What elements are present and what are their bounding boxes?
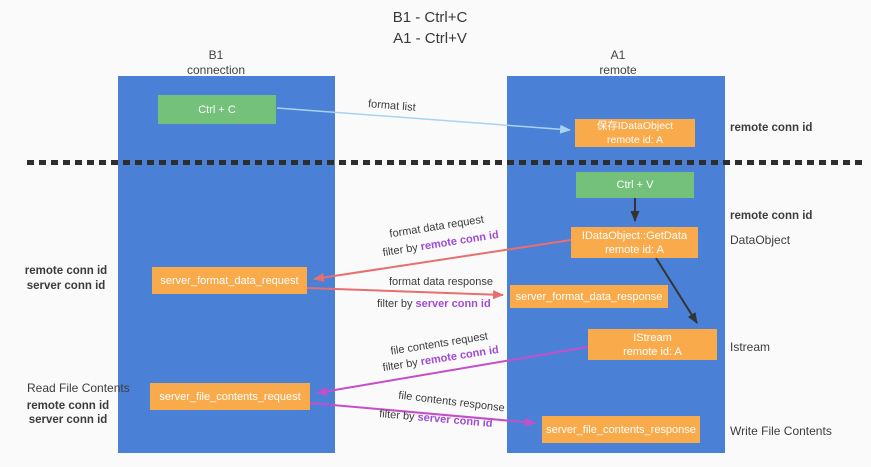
getdata-line2: remote id: A xyxy=(605,243,664,256)
annot-remote-conn-id-mid: remote conn id xyxy=(730,210,813,222)
annot-remote-conn-id-top: remote conn id xyxy=(730,122,813,134)
node-server-file-contents-request: server_file_contents_request xyxy=(150,383,310,410)
server-file-contents-request-label: server_file_contents_request xyxy=(159,390,301,403)
lane-header-b1: B1 connection xyxy=(166,48,266,78)
lane-a1-subtitle: remote xyxy=(599,63,637,77)
lane-header-a1: A1 remote xyxy=(568,48,668,78)
node-save-idataobject: 保存IDataObject remote id: A xyxy=(575,119,695,147)
server-file-contents-response-label: server_file_contents_response xyxy=(546,423,696,436)
filter-prefix: filter by xyxy=(377,298,416,310)
istream-line1: IStream xyxy=(633,331,672,344)
save-idataobject-line1: 保存IDataObject xyxy=(596,120,674,132)
node-idataobject-getdata: IDataObject::GetData remote id: A xyxy=(571,227,698,258)
annot-left-file-server-conn-id: server conn id xyxy=(28,414,108,426)
node-server-format-data-request: server_format_data_request xyxy=(152,267,307,294)
filter-prefix: filter by xyxy=(381,241,422,260)
node-server-format-data-response: server_format_data_response xyxy=(510,285,668,308)
filter-prefix: filter by xyxy=(381,356,422,375)
arrow-format-data-response xyxy=(306,287,504,300)
lane-b1-subtitle: connection xyxy=(186,63,246,77)
title-line-1: B1 - Ctrl+C xyxy=(392,9,468,26)
annot-istream: Istream xyxy=(730,340,771,354)
edge-label-file-contents-response-filter: filter by server conn id xyxy=(379,408,493,430)
server-format-data-response-label: server_format_data_response xyxy=(515,290,663,303)
lane-b1-title: B1 xyxy=(208,48,224,62)
istream-line2: remote id: A xyxy=(623,345,682,358)
title-line-2: A1 - Ctrl+V xyxy=(393,30,467,47)
node-ctrl-v: Ctrl + V xyxy=(576,172,694,198)
annot-write-file-contents: Write File Contents xyxy=(730,424,832,438)
edge-label-format-list: format list xyxy=(367,98,417,114)
phase-separator-dashed-line xyxy=(27,160,862,165)
node-istream: IStream remote id: A xyxy=(588,329,717,360)
ctrl-v-label: Ctrl + V xyxy=(616,179,654,191)
annot-left-format-server-conn-id: server conn id xyxy=(26,280,106,292)
filter-key-server-conn-id: server conn id xyxy=(417,411,494,430)
edge-label-format-data-response-filter: filter by server conn id xyxy=(377,298,491,310)
lane-a1-title: A1 xyxy=(610,48,626,62)
annot-left-file-remote-conn-id: remote conn id xyxy=(26,400,110,412)
filter-key-server-conn-id: server conn id xyxy=(415,298,491,310)
save-idataobject-line2: remote id: A xyxy=(606,134,664,146)
node-server-file-contents-response: server_file_contents_response xyxy=(542,416,700,443)
diagram-title: B1 - Ctrl+C A1 - Ctrl+V xyxy=(310,7,550,49)
annot-read-file-contents: Read File Contents xyxy=(27,381,130,395)
annot-dataobject: DataObject xyxy=(730,233,791,247)
ctrl-c-label: Ctrl + C xyxy=(198,103,236,116)
filter-prefix: filter by xyxy=(378,408,419,424)
server-format-data-request-label: server_format_data_request xyxy=(160,274,299,287)
annot-left-format-remote-conn-id: remote conn id xyxy=(24,265,108,277)
node-ctrl-c: Ctrl + C xyxy=(158,95,276,124)
edge-label-format-data-response: format data response xyxy=(389,276,493,288)
getdata-line1: IDataObject::GetData xyxy=(581,229,688,242)
